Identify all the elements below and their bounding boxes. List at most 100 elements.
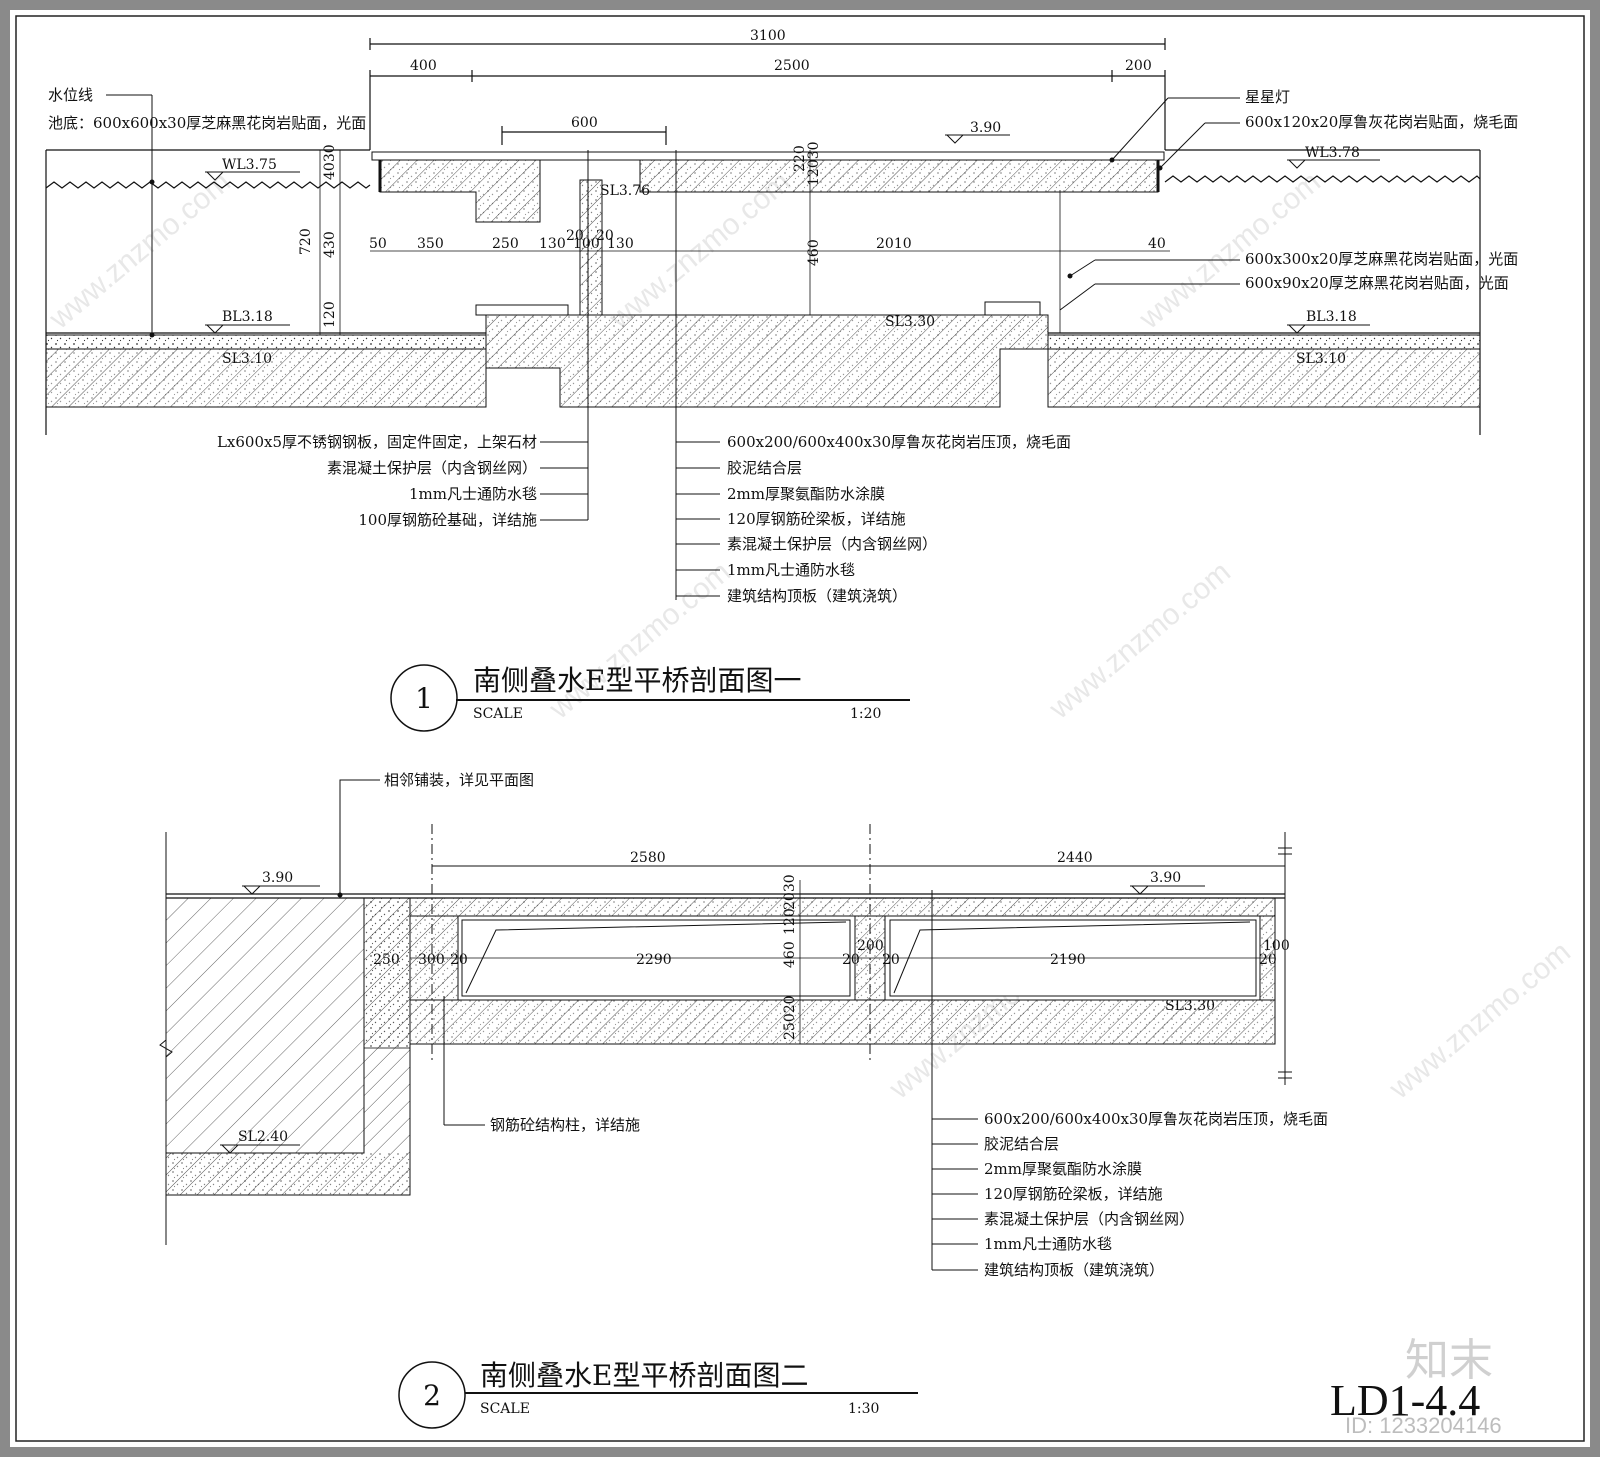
dim-20a: 20 [566, 228, 584, 244]
level-left: 3.90 [262, 870, 293, 886]
note-rc-slab: 120厚钢筋砼梁板，详结施 [727, 510, 906, 528]
section-2-dimensions: 2580 2440 250 300 20 2290 20 200 20 2190… [373, 850, 1290, 1040]
section-1-title-block: 1 南侧叠水E型平桥剖面图一 SCALE 1:20 [390, 664, 910, 732]
dim-row: 350 [417, 236, 444, 252]
note-water-level: 水位线 [48, 86, 93, 104]
note-concrete-layer: 素混凝土保护层（内含钢丝网） [327, 459, 537, 477]
dim-row: 20 [450, 952, 468, 968]
note-roof-slab: 建筑结构顶板（建筑浇筑） [984, 1261, 1164, 1279]
note-tile-90: 600x90x20厚芝麻黑花岗岩贴面，光面 [1245, 274, 1509, 292]
note-pu-membrane: 2mm厚聚氨酯防水涂膜 [984, 1160, 1142, 1178]
dim-2030: 2030 [782, 874, 798, 910]
dim-2440: 2440 [1057, 850, 1093, 866]
note-roof-slab: 建筑结构顶板（建筑浇筑） [727, 587, 907, 605]
note-tile-300: 600x300x20厚芝麻黑花岗岩贴面，光面 [1245, 250, 1518, 268]
section-2-notes: 相邻铺装，详见平面图 钢筋砼结构柱，详结施 600x200/600x400x30… [384, 771, 1328, 1279]
dim-row: 20 [842, 952, 860, 968]
level-wl-left: WL3.75 [222, 157, 277, 173]
note-mortar: 胶泥结合层 [727, 459, 802, 477]
dim-row: 100 [573, 236, 600, 252]
section-2-structure [159, 779, 1292, 1270]
note-blanket: 1mm凡士通防水毯 [727, 561, 855, 579]
level-inner: SL3.76 [600, 183, 650, 199]
dim-12030: 12030 [806, 141, 822, 186]
dim-row: 200 [857, 938, 884, 954]
note-protect-layer: 素混凝土保护层（内含钢丝网） [727, 535, 937, 553]
note-steel-plate: Lx600x5厚不锈钢钢板，固定件固定，上架石材 [217, 433, 537, 451]
section-number: 1 [415, 682, 433, 715]
dim-row: 20 [1259, 952, 1277, 968]
dim-4030: 4030 [322, 144, 338, 180]
dim-row: 130 [607, 236, 634, 252]
note-star-light: 星星灯 [1245, 88, 1290, 106]
dim-430: 430 [322, 231, 338, 258]
dim-20b: 20 [596, 228, 614, 244]
section-1-levels: 3.90 WL3.75 WL3.78 BL3.18 BL3.18 SL3.30 … [205, 120, 1380, 367]
dim-2500: 2500 [774, 58, 810, 74]
dim-400: 400 [410, 58, 437, 74]
dim-460: 460 [806, 239, 822, 266]
brand-logo: 知末 [1405, 1336, 1493, 1385]
note-coping: 600x200/600x400x30厚鲁灰花岗岩压顶，烧毛面 [984, 1110, 1328, 1128]
note-blanket: 1mm凡士通防水毯 [984, 1235, 1112, 1253]
level-wl-right: WL3.78 [1305, 145, 1360, 161]
section-number: 2 [423, 1379, 441, 1412]
dim-600: 600 [571, 115, 598, 131]
scale-value: 1:20 [850, 706, 881, 722]
dim-row: 20 [882, 952, 900, 968]
level-sl-left: SL3.10 [222, 351, 272, 367]
note-pu-membrane: 2mm厚聚氨酯防水涂膜 [727, 485, 885, 503]
dim-120: 120 [782, 908, 798, 935]
sheet-number: LD1-4.4 [1330, 1376, 1480, 1425]
note-protect-layer: 素混凝土保护层（内含钢丝网） [984, 1210, 1194, 1228]
level-top: 3.90 [970, 120, 1001, 136]
dim-25020: 25020 [782, 995, 798, 1040]
level-sl-mid: SL3.30 [885, 314, 935, 330]
dim-2580: 2580 [630, 850, 666, 866]
dim-720: 720 [298, 228, 314, 255]
note-pool-bottom: 池底：600x600x30厚芝麻黑花岗岩贴面，光面 [48, 114, 366, 132]
note-foundation: 100厚钢筋砼基础，详结施 [358, 511, 537, 529]
scale-label: SCALE [473, 706, 523, 722]
section-1-dimensions: 3100 400 2500 200 600 50 350 250 130 100… [298, 28, 1166, 328]
section-2-title-block: 2 南侧叠水E型平桥剖面图二 SCALE 1:30 [398, 1359, 918, 1429]
note-rc-slab: 120厚钢筋砼梁板，详结施 [984, 1185, 1163, 1203]
section-1-notes: 水位线 池底：600x600x30厚芝麻黑花岗岩贴面，光面 星星灯 600x12… [48, 86, 1518, 605]
note-side-tile: 600x120x20厚鲁灰花岗岩贴面，烧毛面 [1245, 113, 1518, 131]
dim-row: 50 [369, 236, 387, 252]
note-column: 钢筋砼结构柱，详结施 [490, 1116, 640, 1134]
sheet-block: 知末 LD1-4.4 ID: 1233204146 [1330, 1336, 1502, 1438]
section-title: 南侧叠水E型平桥剖面图二 [480, 1359, 808, 1392]
level-bl-left: BL3.18 [222, 309, 273, 325]
note-mortar: 胶泥结合层 [984, 1135, 1059, 1153]
dim-total: 3100 [750, 28, 786, 44]
scale-label: SCALE [480, 1401, 530, 1417]
level-sl-mid: SL3.30 [1165, 998, 1215, 1014]
image-id: ID: 1233204146 [1345, 1413, 1502, 1438]
dim-460: 460 [782, 941, 798, 968]
level-sl-low: SL2.40 [238, 1129, 288, 1145]
note-coping: 600x200/600x400x30厚鲁灰花岗岩压顶，烧毛面 [727, 433, 1071, 451]
dim-row: 40 [1148, 236, 1166, 252]
dim-row: 2010 [876, 236, 912, 252]
level-right: 3.90 [1150, 870, 1181, 886]
note-adjacent-paving: 相邻铺装，详见平面图 [384, 771, 534, 789]
dim-row: 100 [1263, 938, 1290, 954]
scale-value: 1:30 [848, 1401, 879, 1417]
dim-row: 250 [492, 236, 519, 252]
note-waterproof-blanket: 1mm凡士通防水毯 [409, 485, 537, 503]
dim-220: 220 [792, 145, 808, 172]
dim-row: 2190 [1050, 952, 1086, 968]
dim-row: 250 [373, 952, 400, 968]
section-1-structure [45, 95, 1481, 600]
dim-row: 130 [539, 236, 566, 252]
section-2-levels: 3.90 3.90 SL3.30 SL2.40 [220, 870, 1215, 1154]
level-sl-right: SL3.10 [1296, 351, 1346, 367]
dim-row: 300 [418, 952, 445, 968]
section-title: 南侧叠水E型平桥剖面图一 [473, 664, 801, 697]
dim-row: 2290 [636, 952, 672, 968]
dim-120: 120 [322, 301, 338, 328]
level-bl-right: BL3.18 [1306, 309, 1357, 325]
dim-200: 200 [1125, 58, 1152, 74]
